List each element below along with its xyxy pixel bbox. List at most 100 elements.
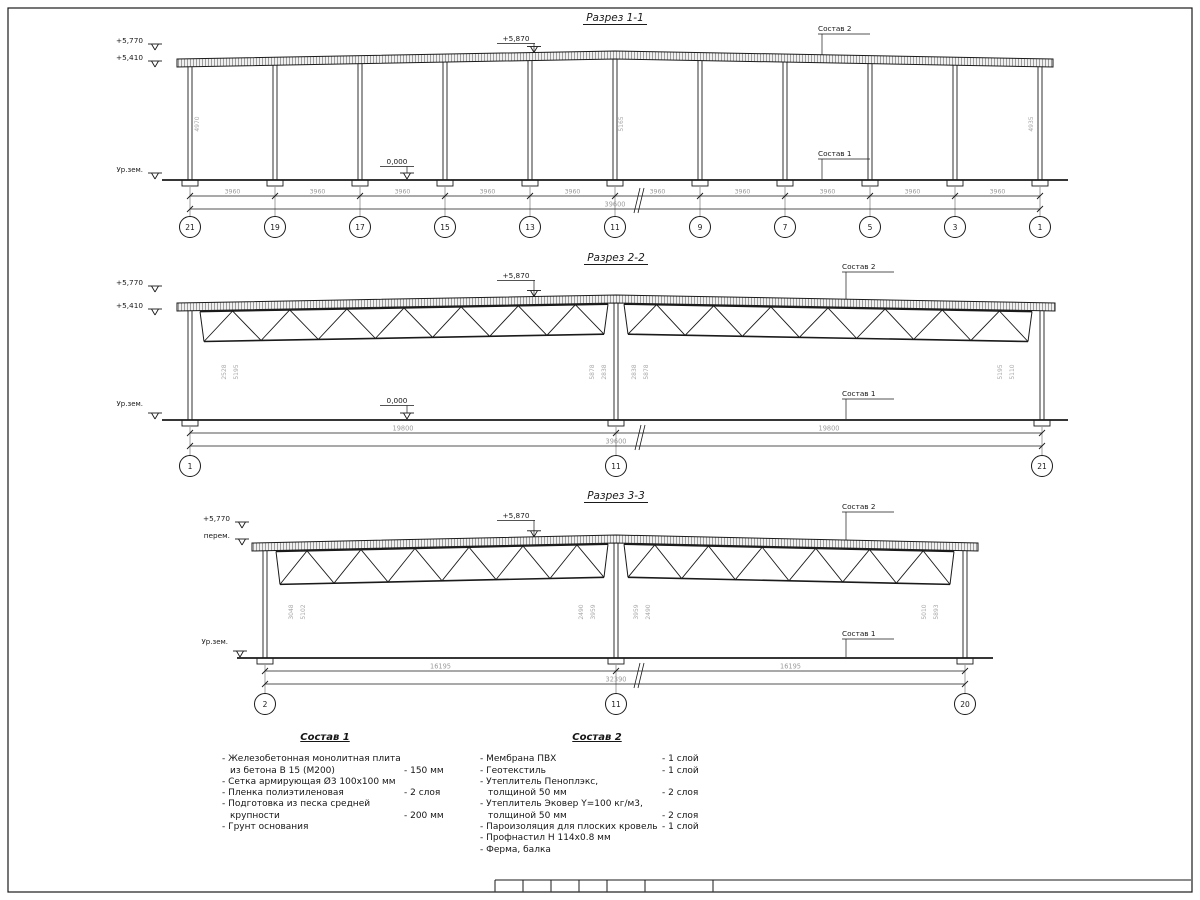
grid-bubble xyxy=(1031,455,1053,477)
grid-label: 9 xyxy=(698,223,703,232)
height-dim: 5195 xyxy=(233,364,240,379)
grid-bubble xyxy=(954,693,976,715)
legend-item-value: - 1 слой xyxy=(662,765,699,776)
legend-row: - Геотекстиль- 1 слой xyxy=(480,766,714,777)
grid-bubble xyxy=(605,455,627,477)
legend-2-title: Состав 2 xyxy=(572,732,622,743)
column-footing xyxy=(266,179,284,187)
legend-item-text: - Утеплитель Эковер Y=100 кг/м3, xyxy=(480,799,643,810)
legend-item-text: из бетона В 15 (М200) xyxy=(230,765,335,776)
legend-sostav-1: Состав 1 - Железобетонная монолитная пли… xyxy=(222,732,444,833)
legend-row: - Утеплитель Пеноплэкс, xyxy=(480,777,714,788)
column-footing xyxy=(607,419,625,427)
grid-label: 1 xyxy=(1038,223,1043,232)
legend-item-value: - 1 слой xyxy=(662,754,699,765)
grid-bubble xyxy=(179,216,201,238)
legend-row: - Сетка армирующая Ø3 100x100 мм xyxy=(222,777,444,788)
legend-item-value: - 2 слоя xyxy=(662,788,699,799)
total-dim: 39600 xyxy=(606,438,627,446)
grid-label: 13 xyxy=(525,223,535,232)
grid-bubble xyxy=(605,693,627,715)
column-footing xyxy=(691,179,709,187)
grid-label: 21 xyxy=(1037,462,1047,471)
legend-item-text: - Утеплитель Пеноплэкс, xyxy=(480,776,599,787)
truss-web xyxy=(203,304,605,342)
zero-level-label: 0,000 xyxy=(387,396,408,405)
grid-bubble xyxy=(349,216,371,238)
height-dim: 2838 xyxy=(601,364,608,379)
legend-2-rows: - Мембрана ПВХ - 1 слой- Геотекстиль- 1 с… xyxy=(480,754,714,856)
grid-label: 11 xyxy=(611,462,621,471)
roof-slab xyxy=(176,294,1056,312)
legend-row: - Пароизоляция для плоских кровель- 1 сл… xyxy=(480,822,714,833)
legend-item-text: - Пленка полиэтиленовая xyxy=(222,788,344,799)
legend-item-value: - 2 слоя xyxy=(662,810,699,821)
grid-bubble xyxy=(859,216,881,238)
height-dim: 5165 xyxy=(618,116,625,131)
height-dim: 4970 xyxy=(194,116,201,131)
grid-bubble xyxy=(774,216,796,238)
elevation-label: +5,770 xyxy=(116,278,143,287)
grid-bubble xyxy=(264,216,286,238)
legend-item-value: - 150 мм xyxy=(404,765,444,776)
grid-label: 1 xyxy=(188,462,193,471)
total-dim: 39600 xyxy=(605,201,626,209)
span-dim: 19800 xyxy=(819,425,840,433)
legend-item-text: - Мембрана ПВХ xyxy=(480,754,557,765)
column-footing xyxy=(1031,179,1049,187)
callout-floor-label: Состав 1 xyxy=(842,629,876,638)
grid-bubble xyxy=(1029,216,1051,238)
column-footing xyxy=(521,179,539,187)
grid-label: 5 xyxy=(868,223,873,232)
column-footing xyxy=(946,179,964,187)
legend-row: толщиной 50 мм - 2 слоя xyxy=(480,811,714,822)
bay-dim: 3960 xyxy=(565,189,581,196)
height-dim: 3048 xyxy=(288,604,295,619)
column-footing xyxy=(256,657,274,665)
bay-dim: 3960 xyxy=(820,189,836,196)
section-title: Разрез 1-1 xyxy=(586,12,644,24)
legend-item-text: толщиной 50 мм xyxy=(488,788,567,799)
height-dim: 5878 xyxy=(643,364,650,379)
column-footing xyxy=(776,179,794,187)
section-title: Разрез 3-3 xyxy=(587,490,645,502)
grid-bubble xyxy=(944,216,966,238)
callout-roof-label: Состав 2 xyxy=(842,262,876,271)
column-footing xyxy=(351,179,369,187)
grid-label: 20 xyxy=(960,700,970,709)
legend-item-value: - 200 мм xyxy=(404,810,444,821)
column-footing xyxy=(1033,419,1051,427)
grid-bubble xyxy=(604,216,626,238)
height-dim: 5102 xyxy=(300,604,307,619)
legend-row: - Железобетонная монолитная плита xyxy=(222,754,444,765)
column-footing xyxy=(436,179,454,187)
legend-row: - Профнастил Н 114х0.8 мм xyxy=(480,833,714,844)
bay-dim: 3960 xyxy=(990,189,1006,196)
height-dim: 4935 xyxy=(1028,116,1035,131)
height-dim: 2490 xyxy=(578,604,585,619)
legend-item-text: - Пароизоляция для плоских кровель xyxy=(480,822,658,833)
legend-row: - Ферма, балка xyxy=(480,845,714,856)
legend-row: - Мембрана ПВХ - 1 слой xyxy=(480,754,714,765)
height-dim: 5195 xyxy=(997,364,1004,379)
ground-level-label: Ур.зем. xyxy=(117,400,143,408)
grid-label: 19 xyxy=(270,223,280,232)
grid-label: 21 xyxy=(185,223,195,232)
legend-item-text: толщиной 50 мм xyxy=(488,810,567,821)
column-footing xyxy=(861,179,879,187)
span-dim: 16195 xyxy=(780,663,801,671)
elevation-label: перем. xyxy=(204,531,230,540)
height-dim: 5110 xyxy=(1009,364,1016,379)
legend-item-text: крупности xyxy=(230,810,280,821)
legend-item-text: - Сетка армирующая Ø3 100x100 мм xyxy=(222,776,396,787)
span-dim: 19800 xyxy=(393,425,414,433)
grid-label: 2 xyxy=(263,700,268,709)
zero-level-label: 0,000 xyxy=(387,157,408,166)
elevation-label: +5,870 xyxy=(502,511,529,520)
